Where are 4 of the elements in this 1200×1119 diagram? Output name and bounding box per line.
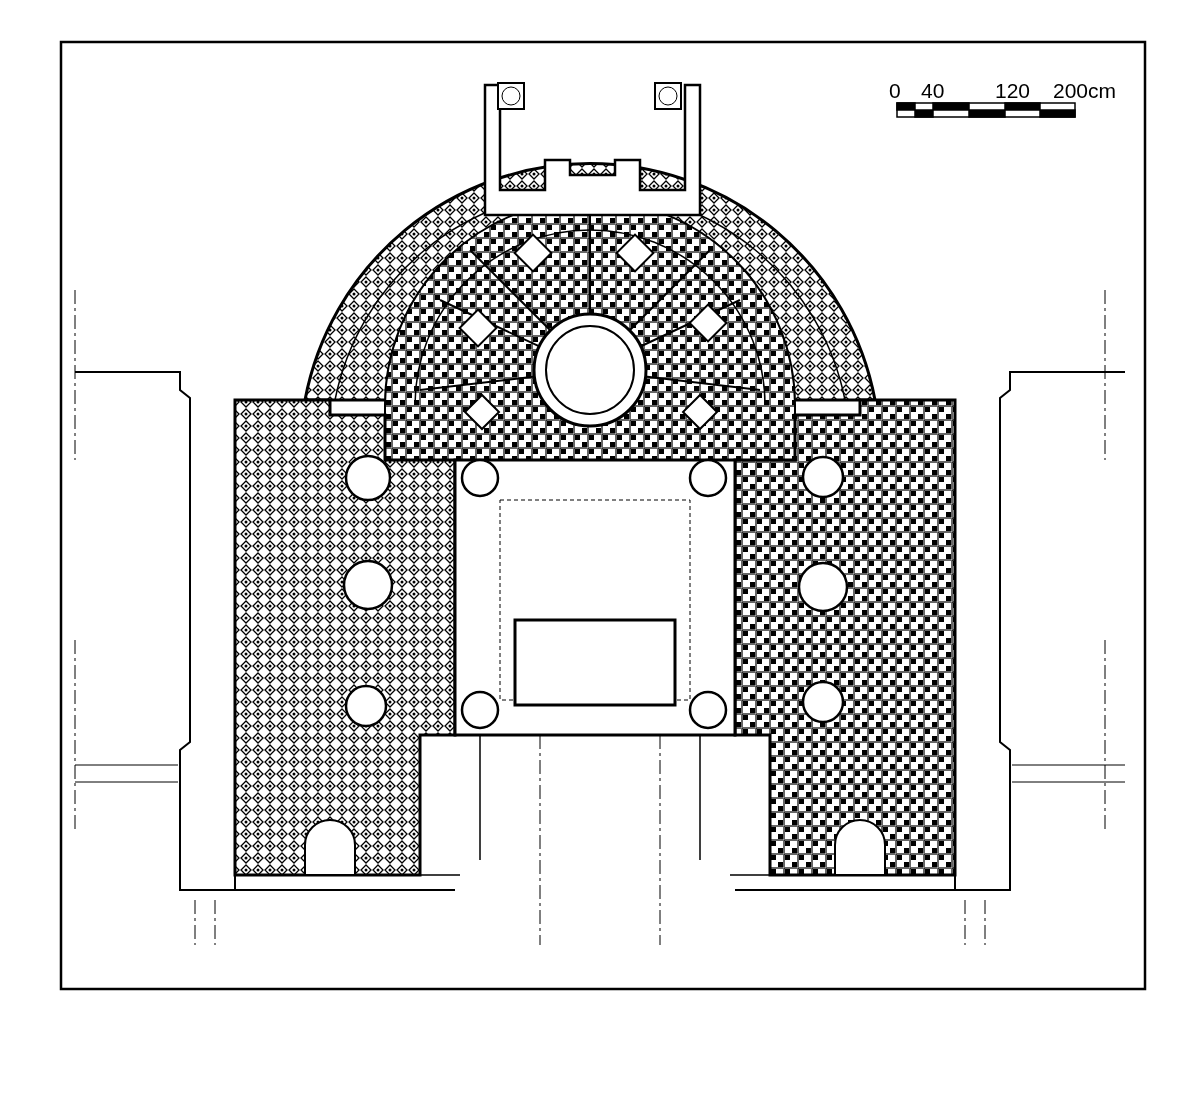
scale-label: 120 bbox=[995, 80, 1031, 102]
scale-label: 0 bbox=[889, 80, 901, 102]
scale-label: 200cm bbox=[1053, 80, 1117, 102]
scale-label: 40 bbox=[921, 80, 945, 102]
